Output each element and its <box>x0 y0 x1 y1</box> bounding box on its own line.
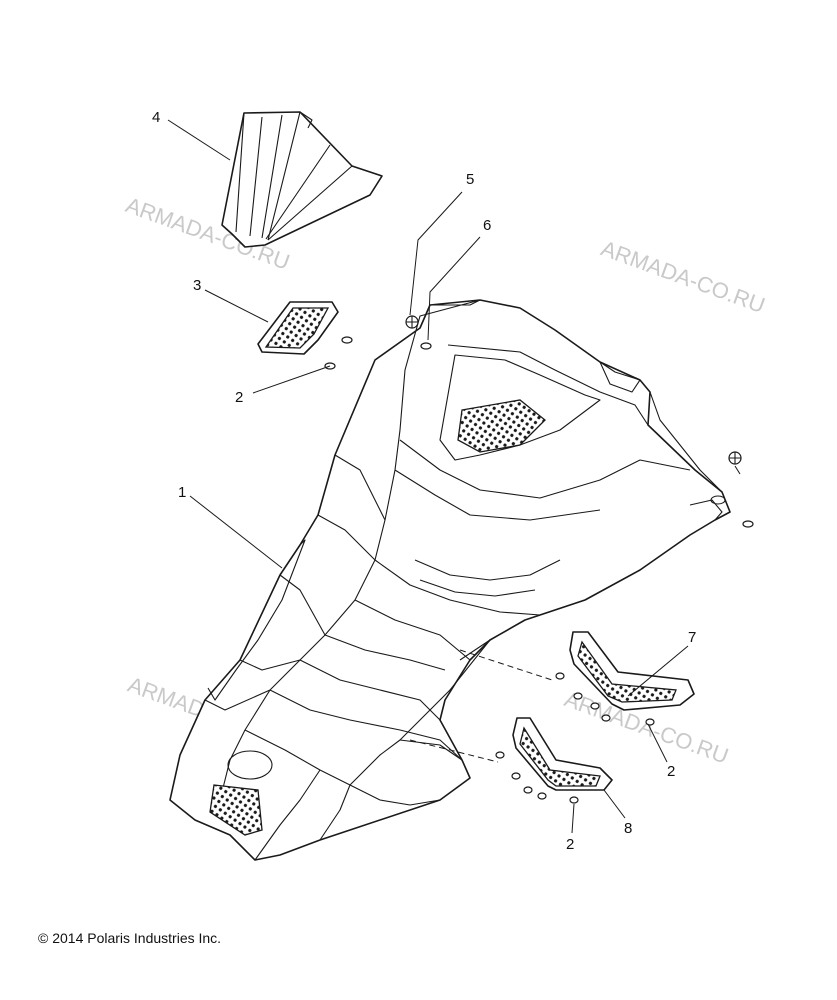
callout-5: 5 <box>466 171 474 188</box>
windshield-part-4 <box>221 111 383 248</box>
callout-7: 7 <box>688 629 696 646</box>
vent-grille-part-3 <box>257 301 339 355</box>
washer-part-6 <box>420 342 754 528</box>
hood-body-part-1 <box>169 299 731 861</box>
washer-part-2 <box>324 336 353 370</box>
callout-4: 4 <box>152 109 160 126</box>
watermark: ARMADA-CO.RU <box>598 236 769 318</box>
callout-3: 3 <box>193 277 201 294</box>
leader-lines <box>167 119 741 834</box>
callout-6: 6 <box>483 217 491 234</box>
alignment-line <box>409 739 499 763</box>
copyright-notice: © 2014 Polaris Industries Inc. <box>38 930 222 946</box>
callout-8: 8 <box>624 820 632 837</box>
callout-2: 2 <box>235 389 243 406</box>
side-vent-part-8 <box>495 717 613 804</box>
callout-1: 1 <box>178 484 186 501</box>
push-pin-fastener-part-5 <box>405 315 742 465</box>
side-vent-part-7 <box>555 631 695 726</box>
alignment-line <box>459 649 553 681</box>
callout-2: 2 <box>667 763 675 780</box>
callout-2: 2 <box>566 836 574 853</box>
